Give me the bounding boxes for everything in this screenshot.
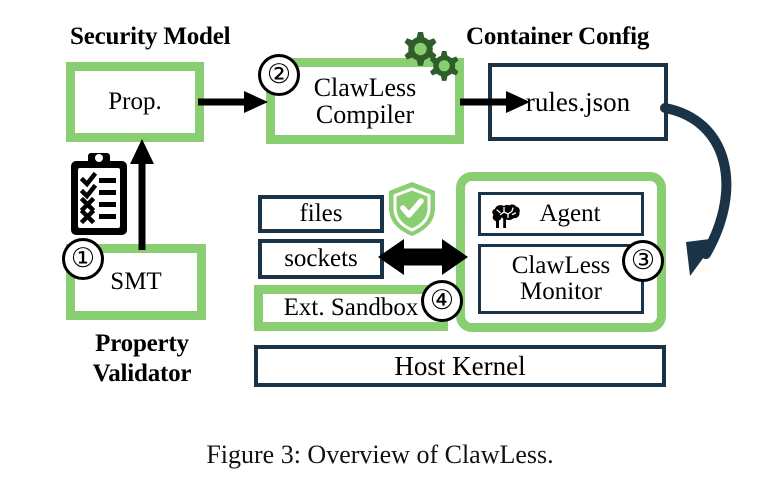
gears-icon [392,28,464,90]
node-sockets-label: sockets [284,244,358,272]
node-ext-sandbox[interactable]: Ext. Sandbox [254,285,448,331]
node-prop-label: Prop. [108,87,162,115]
double-arrow-sandbox-agent [378,232,468,282]
heading-security-model: Security Model [70,23,231,50]
figure-caption: Figure 3: Overview of ClawLess. [206,440,554,469]
node-compiler-label-line1: ClawLess [313,72,417,102]
node-smt-label: SMT [110,267,162,295]
step-badge-2: ② [258,54,300,96]
node-agent-label: Agent [539,199,601,227]
node-rules-json-label: rules.json [525,86,631,117]
node-files[interactable]: files [258,195,384,233]
clipboard-checklist-icon [68,150,130,238]
node-monitor-label-line2: Monitor [520,278,602,305]
node-prop[interactable]: Prop. [66,62,204,142]
step-badge-3: ③ [622,240,664,282]
brain-icon [491,204,521,230]
node-compiler-label-line2: Compiler [315,100,415,129]
node-host-kernel[interactable]: Host Kernel [254,345,666,387]
node-agent[interactable]: Agent [478,192,644,236]
step-badge-4: ④ [421,280,463,322]
node-monitor-label-line1: ClawLess [511,251,611,279]
heading-property-validator-line1: Property [95,330,189,357]
curved-arrow-rules-to-monitor [640,90,758,290]
shield-check-icon [386,180,438,238]
node-host-kernel-label: Host Kernel [394,350,526,381]
node-ext-sandbox-label: Ext. Sandbox [283,293,419,321]
figure-caption-wrapper: Figure 3: Overview of ClawLess. [0,440,760,470]
heading-property-validator-line2: Validator [92,360,192,387]
node-files-label: files [299,199,343,227]
arrow-right-compiler-to-rules [460,84,532,120]
step-badge-1: ① [62,238,104,280]
heading-container-config: Container Config [466,23,650,50]
node-clawless-monitor[interactable]: ClawLess Monitor [478,244,644,314]
arrow-right-prop-to-compiler [198,84,270,120]
node-sockets[interactable]: sockets [258,239,384,279]
arrow-up-smt-to-prop [122,138,162,250]
